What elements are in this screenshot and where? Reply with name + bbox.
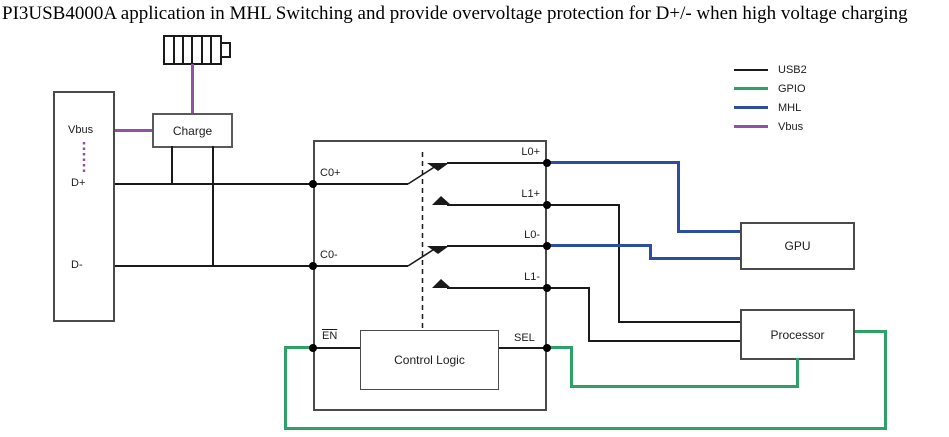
pin-dminus: D- <box>71 259 83 271</box>
legend-label-usb2: USB2 <box>778 63 807 76</box>
usb2-line-swatch <box>734 68 768 71</box>
pin-en: EN <box>322 330 338 342</box>
junction-l1p <box>543 201 551 209</box>
wire-dplus <box>115 183 313 185</box>
junction-l1m <box>543 284 551 292</box>
pin-c0p: C0+ <box>320 167 341 179</box>
junction-c0m <box>309 262 317 270</box>
wire-l1m-out <box>547 287 590 289</box>
wire-charge-leg1 <box>171 146 173 185</box>
legend-label-mhl: MHL <box>778 101 802 114</box>
wire-l0p-down <box>677 161 680 232</box>
wire-vbus-to-charge <box>115 129 152 132</box>
wire-l1p-out <box>547 204 620 206</box>
battery-cell-divider <box>191 37 193 63</box>
wire-l1p <box>447 204 547 206</box>
wire-l1m-to-processor <box>588 340 740 342</box>
battery-cell-divider <box>182 37 184 63</box>
legend: USB2 GPIO MHL Vbus <box>734 60 807 136</box>
junction-sel <box>543 344 551 352</box>
gpu-box: GPU <box>740 222 855 270</box>
control-logic-box: Control Logic <box>360 330 499 390</box>
pin-sel: SEL <box>514 332 535 344</box>
processor-box: Processor <box>740 309 855 360</box>
junction-l0m <box>543 242 551 250</box>
wire-l0p-out <box>547 161 680 164</box>
wire-sel-stub <box>499 347 547 349</box>
battery-cell-divider <box>173 37 175 63</box>
wire-l0m-down <box>649 244 652 260</box>
legend-label-gpio: GPIO <box>778 82 806 95</box>
usb-connector-box <box>53 91 115 322</box>
diagram-title: PI3USB4000A application in MHL Switching… <box>2 3 908 24</box>
junction-c0p <box>309 180 317 188</box>
pin-l0p: L0+ <box>521 146 540 158</box>
wire-l0m <box>447 245 547 247</box>
battery-terminal <box>222 42 231 58</box>
pin-vbus: Vbus <box>68 124 94 136</box>
pin-l1m: L1- <box>524 271 540 283</box>
wire-l1p-down <box>618 204 620 323</box>
vbus-line-swatch <box>734 125 768 128</box>
gpu-label: GPU <box>784 239 811 253</box>
pin-l1p: L1+ <box>521 188 540 200</box>
legend-label-vbus: Vbus <box>778 120 804 133</box>
wire-l1m-down <box>588 287 590 342</box>
wire-charge-leg2 <box>212 146 214 267</box>
wire-sel-across <box>570 385 799 388</box>
battery-icon <box>163 35 222 65</box>
wire-en-stub <box>313 347 360 349</box>
mhl-line-swatch <box>734 106 768 109</box>
wire-battery-to-charge <box>191 64 194 113</box>
wire-c0m-stub <box>313 265 408 267</box>
battery-cell-divider <box>201 37 203 63</box>
wire-sel-down <box>570 346 573 388</box>
charge-box: Charge <box>152 113 233 148</box>
legend-item-vbus: Vbus <box>734 117 807 136</box>
pin-dplus: D+ <box>71 177 86 189</box>
wire-dminus <box>115 265 313 267</box>
legend-item-mhl: MHL <box>734 98 807 117</box>
wire-en-out <box>284 346 313 349</box>
wire-l1p-to-processor <box>618 321 740 323</box>
wire-en-down <box>284 346 287 430</box>
wire-c0p-stub <box>313 183 408 185</box>
legend-item-gpio: GPIO <box>734 79 807 98</box>
pin-l0m: L0- <box>524 229 540 241</box>
gpio-line-swatch <box>734 87 768 90</box>
wire-l0m-to-gpu <box>649 257 740 260</box>
wire-l0m-out <box>547 244 652 247</box>
battery-cell-divider <box>210 37 212 63</box>
charge-label: Charge <box>172 123 213 138</box>
pin-c0m: C0- <box>320 249 338 261</box>
wire-gpio-right-up <box>884 330 887 430</box>
wire-l0p <box>447 162 547 164</box>
wire-l0p-to-gpu <box>677 230 740 233</box>
junction-l0p <box>543 159 551 167</box>
wire-gpio-bottom <box>284 427 887 430</box>
wire-sel-out <box>547 346 573 349</box>
wire-sel-to-processor-bottom <box>796 358 799 388</box>
legend-item-usb2: USB2 <box>734 60 807 79</box>
junction-en <box>309 344 317 352</box>
wire-l1m <box>447 287 547 289</box>
control-logic-label: Control Logic <box>394 353 465 367</box>
wire-gpio-to-processor-right <box>855 330 887 333</box>
processor-label: Processor <box>770 327 825 342</box>
